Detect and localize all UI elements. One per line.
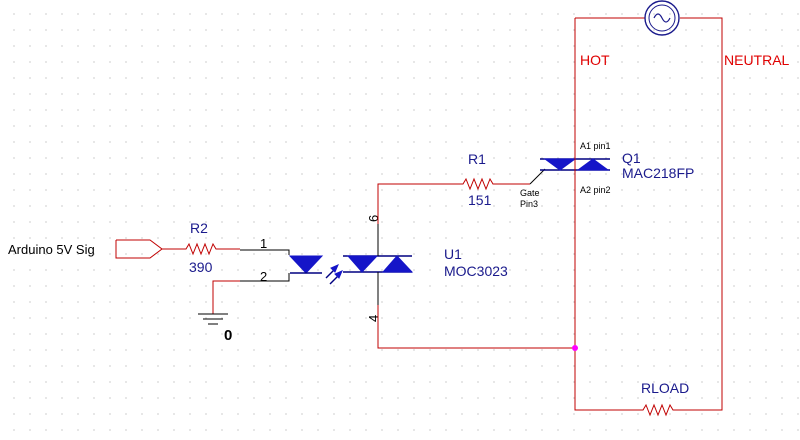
r2-value-label: 390 [189,259,213,275]
r2-ref-label: R2 [190,220,208,236]
resistor-r2 [183,242,220,256]
pin-6-label: 6 [366,215,381,222]
resistor-r1 [460,177,496,191]
rload-ref-label: RLOAD [641,380,689,396]
q1-a1-label: A1 pin1 [580,141,611,151]
led-icon [288,255,324,274]
ground-symbol [198,280,240,325]
triac-q1 [529,158,610,185]
q1-a2-label: A2 pin2 [580,185,611,195]
net-neutral-label: NEUTRAL [724,52,790,68]
sine-wave-icon [653,13,671,23]
q1-ref-label: Q1 [622,150,641,166]
ac-source-icon [644,0,680,36]
wire-pin6-to-r1 [377,183,460,224]
pin-1-label: 1 [260,236,267,251]
output-triac-icon [343,255,414,273]
ac-source [644,0,680,36]
ground-label: 0 [224,327,232,344]
optocoupler-u1 [240,224,414,305]
net-hot-label: HOT [580,52,610,68]
input-port [115,239,183,259]
wire-neutral [680,17,723,411]
wire-hot [574,18,640,411]
q1-part-label: MAC218FP [622,165,694,181]
wire-pin4-to-hot [377,305,575,349]
r1-ref-label: R1 [468,151,486,167]
q1-gate-label-1: Gate [520,188,540,198]
junction-dot [572,345,578,351]
u1-part-label: MOC3023 [444,263,508,279]
pin-2-label: 2 [260,269,267,284]
q1-gate-label-2: Pin3 [520,199,538,209]
pin-4-label: 4 [366,315,381,322]
input-port-label: Arduino 5V Sig [8,242,95,257]
triac-icon [543,158,577,171]
u1-ref-label: U1 [444,246,462,262]
resistor-rload [640,403,680,417]
light-arrows-icon [325,264,343,285]
r1-value-label: 151 [468,192,492,208]
